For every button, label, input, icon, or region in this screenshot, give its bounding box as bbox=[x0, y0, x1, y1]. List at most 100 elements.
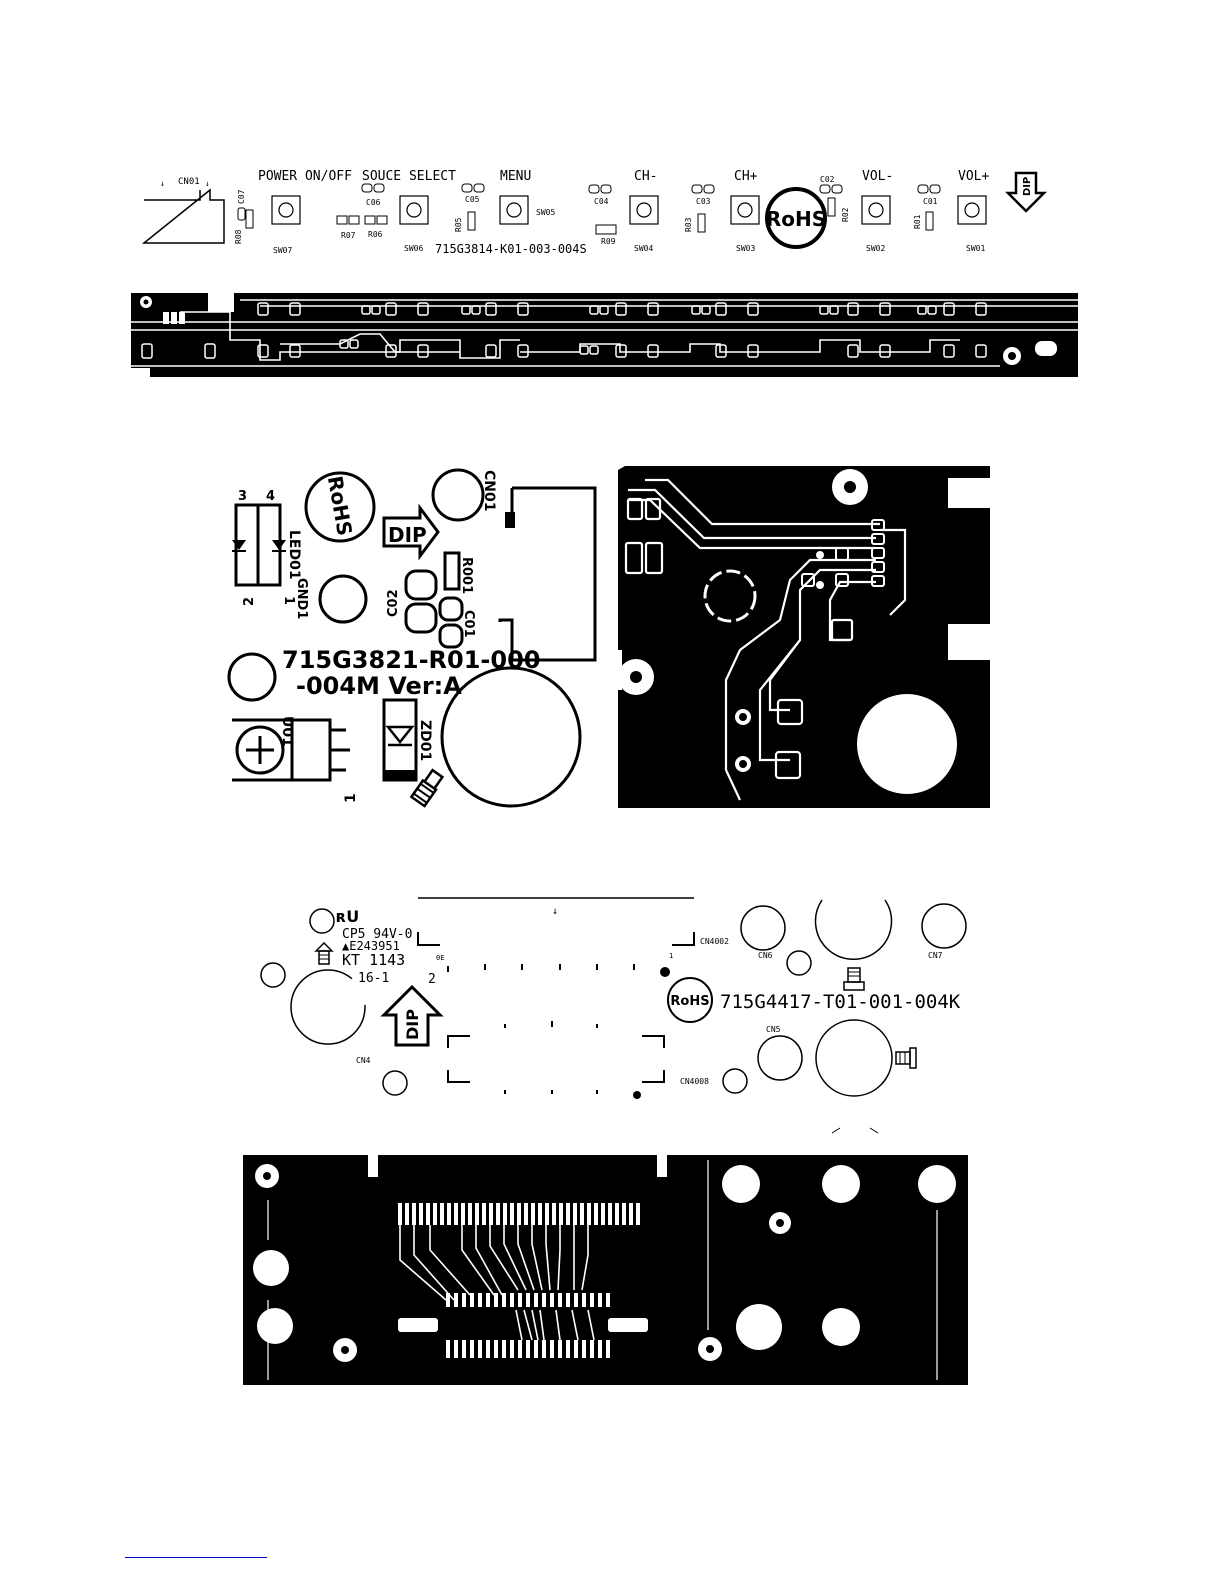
cn4008-label: CN4008 bbox=[680, 1077, 709, 1086]
capacitor-c07: C07 bbox=[237, 189, 246, 221]
capacitor-c04: C04 bbox=[588, 184, 612, 206]
cn4-label: CN4 bbox=[356, 1056, 371, 1065]
capacitor-c03: C03 bbox=[691, 184, 715, 206]
cn01-label: CN01 bbox=[178, 177, 200, 187]
board2-copper-layer bbox=[618, 466, 990, 808]
svg-text:RoHS: RoHS bbox=[670, 994, 709, 1009]
board3-silkscreen: ↓ ʀU CP5 94V-0 ▲E243951 KT 1143 16-1 2 0… bbox=[260, 897, 967, 1134]
svg-text:4: 4 bbox=[266, 489, 275, 504]
svg-text:C01: C01 bbox=[461, 610, 476, 638]
svg-text:C07: C07 bbox=[237, 189, 246, 204]
svg-text:C06: C06 bbox=[366, 198, 381, 207]
svg-text:SW05: SW05 bbox=[536, 208, 555, 217]
resistor-r03: R03 bbox=[684, 213, 706, 233]
switch-sw02: SW02 bbox=[861, 195, 891, 253]
date-code-label: KT 1143 bbox=[342, 951, 405, 969]
svg-text:R001: R001 bbox=[459, 557, 474, 594]
svg-text:DIP: DIP bbox=[388, 523, 427, 547]
switch-sw01: SW01 bbox=[957, 195, 987, 253]
resistor-r05: R05 bbox=[454, 211, 476, 232]
svg-text:DIP: DIP bbox=[403, 1009, 422, 1040]
screw-icon bbox=[895, 1047, 917, 1069]
cn6-label: CN6 bbox=[758, 951, 773, 960]
u01-sensor: 1 bbox=[232, 718, 359, 803]
cn5-label: CN5 bbox=[766, 1025, 781, 1034]
dip-arrow-icon: DIP bbox=[1004, 171, 1048, 213]
button-label-menu: MENU bbox=[500, 169, 531, 184]
svg-text:C01: C01 bbox=[923, 197, 938, 206]
svg-text:SW07: SW07 bbox=[273, 246, 292, 255]
svg-text:SW01: SW01 bbox=[966, 244, 985, 253]
board3-upper-pad-row bbox=[398, 1203, 640, 1225]
switch-sw07: SW07 bbox=[271, 195, 301, 255]
capacitor-c06: C06 bbox=[361, 183, 385, 207]
board2-part-number-rev: -004M Ver:A bbox=[296, 672, 462, 700]
zener-zd01: ZD01 bbox=[382, 698, 433, 782]
svg-text:R05: R05 bbox=[454, 217, 463, 232]
svg-text:1: 1 bbox=[281, 596, 296, 605]
capacitor-c01: C01 bbox=[438, 596, 476, 649]
cn01-label: CN01 bbox=[481, 470, 497, 511]
svg-text:R09: R09 bbox=[601, 237, 616, 246]
screw-icon bbox=[314, 941, 334, 965]
board1-silkscreen: CN01 ↓ ↓ POWER ON/OFF SOUCE SELECT MENU … bbox=[141, 169, 1048, 256]
material-label: CP5 94V-0 bbox=[342, 927, 412, 942]
svg-text:DIP: DIP bbox=[1022, 177, 1033, 196]
svg-text:C05: C05 bbox=[465, 195, 480, 204]
led01: 3 4 2 1 LED01 bbox=[232, 489, 302, 606]
resistor-r001: R001 bbox=[443, 551, 474, 594]
svg-text:SW04: SW04 bbox=[634, 244, 653, 253]
rohs-logo: RoHS bbox=[765, 187, 827, 249]
resistor-r02: R02 bbox=[827, 197, 850, 222]
rohs-logo: RoHS bbox=[667, 977, 713, 1023]
svg-text:↓: ↓ bbox=[552, 906, 558, 917]
svg-text:R06: R06 bbox=[368, 230, 383, 239]
svg-text:1: 1 bbox=[669, 952, 673, 960]
display-window-outline bbox=[417, 932, 695, 1083]
rohs-logo: RoHS bbox=[304, 471, 376, 543]
screw-icon bbox=[409, 768, 445, 808]
switch-sw06: SW06 bbox=[399, 195, 429, 253]
board2-silkscreen: 3 4 2 1 LED01 RoHS DIP CN01 R001 bbox=[227, 468, 597, 808]
svg-text:R03: R03 bbox=[684, 217, 693, 232]
button-label-source: SOUCE SELECT bbox=[362, 169, 456, 184]
svg-text:LED01: LED01 bbox=[286, 530, 302, 580]
resistor-r07-r06: R07 R06 bbox=[336, 215, 388, 240]
board3-part-number: 715G4417-T01-001-004K bbox=[720, 991, 961, 1013]
svg-text:1: 1 bbox=[343, 793, 359, 803]
resistor-r08: R08 bbox=[234, 209, 254, 244]
rev-label: 16-1 bbox=[358, 971, 389, 986]
button-label-power: POWER ON/OFF bbox=[258, 169, 352, 184]
footer-rule bbox=[125, 1557, 267, 1558]
button-label-ch-plus: CH+ bbox=[734, 169, 758, 184]
cn4002-label: CN4002 bbox=[700, 937, 729, 946]
button-label-vol-minus: VOL- bbox=[862, 169, 893, 184]
dip-arrow-icon: DIP bbox=[380, 984, 444, 1047]
switch-sw04: SW04 bbox=[629, 195, 659, 253]
ul-file-label: ▲E243951 bbox=[342, 939, 400, 953]
svg-text:C03: C03 bbox=[696, 197, 711, 206]
svg-text:R01: R01 bbox=[913, 214, 922, 229]
svg-text:R08: R08 bbox=[234, 229, 243, 244]
capacitor-c01: C01 bbox=[917, 184, 941, 206]
board3-copper-layer bbox=[243, 1155, 968, 1385]
switch-sw03: SW03 bbox=[730, 195, 760, 253]
button-label-vol-plus: VOL+ bbox=[958, 169, 989, 184]
svg-text:C04: C04 bbox=[594, 197, 609, 206]
svg-text:SW02: SW02 bbox=[866, 244, 885, 253]
svg-text:RoHS: RoHS bbox=[766, 207, 826, 231]
capacitor-c02: C02 bbox=[386, 569, 438, 634]
svg-text:↓: ↓ bbox=[160, 179, 165, 188]
resistor-r09: R09 bbox=[595, 224, 617, 246]
svg-text:C02: C02 bbox=[386, 589, 401, 617]
svg-text:SW03: SW03 bbox=[736, 244, 755, 253]
screw-icon bbox=[843, 967, 865, 991]
button-label-ch-minus: CH- bbox=[634, 169, 657, 184]
svg-text:R07: R07 bbox=[341, 231, 356, 240]
capacitor-c02: C02 bbox=[819, 175, 843, 194]
svg-text:2: 2 bbox=[428, 972, 436, 987]
svg-text:↓: ↓ bbox=[205, 179, 210, 188]
svg-text:0E: 0E bbox=[436, 954, 444, 962]
resistor-r01: R01 bbox=[913, 211, 934, 231]
